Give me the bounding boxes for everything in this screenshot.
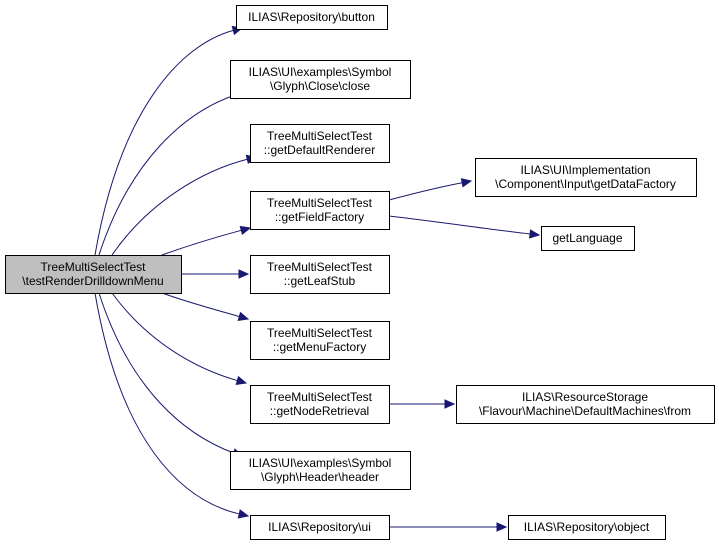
edge-root-to-get-field-factory — [161, 225, 252, 256]
node-label-line: ::getDefaultRenderer — [264, 143, 375, 157]
arrowhead — [235, 375, 248, 386]
node-label-line: TreeMultiSelectTest — [267, 326, 373, 340]
arrowhead — [237, 311, 250, 321]
edge-get-field-factory-to-get-data-factory — [388, 178, 473, 201]
node-label-line: ::getMenuFactory — [273, 340, 366, 354]
node-label-line: TreeMultiSelectTest — [267, 390, 373, 404]
edge-line — [161, 292, 240, 318]
edge-root-to-get-menu-factory — [161, 292, 250, 321]
node-box — [230, 60, 411, 99]
edge-root-to-get-default-renderer — [111, 154, 258, 256]
arrowhead — [496, 522, 508, 532]
node-get-leaf-stub[interactable]: TreeMultiSelectTest::getLeafStub — [250, 255, 390, 294]
edge-root-to-get-node-retrieval — [111, 292, 248, 386]
node-label-line: TreeMultiSelectTest — [267, 260, 373, 274]
node-label-line: ILIAS\Repository\ui — [268, 520, 371, 534]
edge-line — [98, 94, 236, 256]
node-label-line: ILIAS\UI\examples\Symbol — [249, 456, 392, 470]
node-box — [250, 321, 390, 360]
node-box — [541, 226, 635, 251]
node-get-data-factory[interactable]: ILIAS\UI\Implementation\Component\Input\… — [475, 158, 697, 197]
node-glyph-header[interactable]: ILIAS\UI\examples\Symbol\Glyph\Header\he… — [230, 451, 411, 490]
edge-root-to-glyph-close — [98, 90, 246, 256]
node-box — [508, 515, 666, 540]
node-label-line: TreeMultiSelectTest — [41, 260, 147, 274]
node-label-line: \Glyph\Header\header — [261, 470, 379, 484]
node-default-machines-from[interactable]: ILIAS\ResourceStorage\Flavour\Machine\De… — [456, 385, 715, 424]
node-label-line: ILIAS\ResourceStorage — [522, 390, 648, 404]
arrowhead — [460, 178, 473, 188]
node-box — [250, 191, 390, 230]
node-repo-object[interactable]: ILIAS\Repository\object — [508, 515, 666, 540]
node-get-node-retrieval[interactable]: TreeMultiSelectTest::getNodeRetrieval — [250, 385, 390, 424]
node-get-language[interactable]: getLanguage — [541, 226, 635, 251]
node-box — [250, 124, 390, 163]
node-label-line: ILIAS\Repository\button — [248, 10, 375, 24]
node-label-line: TreeMultiSelectTest — [267, 129, 373, 143]
node-label-line: ILIAS\UI\examples\Symbol — [249, 65, 392, 79]
node-label-line: getLanguage — [552, 231, 622, 245]
arrowhead — [239, 225, 252, 236]
node-label-line: ILIAS\Repository\object — [524, 520, 650, 534]
edge-root-to-repo-ui — [94, 292, 250, 519]
node-get-default-renderer[interactable]: TreeMultiSelectTest::getDefaultRenderer — [250, 124, 390, 163]
edge-line — [388, 215, 531, 235]
edge-root-to-repo-button — [94, 25, 244, 256]
node-get-menu-factory[interactable]: TreeMultiSelectTest::getMenuFactory — [250, 321, 390, 360]
edge-get-node-retrieval-to-default-machines-from — [388, 399, 456, 409]
edge-line — [161, 229, 242, 256]
node-label-line: \Glyph\Close\close — [270, 79, 370, 93]
edge-line — [111, 158, 248, 256]
node-glyph-close[interactable]: ILIAS\UI\examples\Symbol\Glyph\Close\clo… — [230, 60, 411, 99]
node-repo-button[interactable]: ILIAS\Repository\button — [236, 5, 388, 30]
node-box — [250, 255, 390, 294]
node-label-line: ::getLeafStub — [284, 274, 356, 288]
edge-repo-ui-to-repo-object — [389, 522, 508, 532]
node-label-line: ILIAS\UI\Implementation — [520, 163, 650, 177]
node-box — [456, 385, 715, 424]
arrowhead — [444, 399, 456, 409]
node-repo-ui[interactable]: ILIAS\Repository\ui — [250, 515, 390, 540]
edge-get-field-factory-to-get-language — [388, 215, 541, 239]
node-label-line: ::getFieldFactory — [275, 210, 364, 224]
node-box — [5, 255, 182, 294]
node-box — [475, 158, 697, 197]
edge-line — [98, 292, 234, 454]
arrowhead — [529, 229, 541, 239]
edge-line — [94, 292, 240, 515]
node-box — [250, 385, 390, 424]
node-label-line: \Component\Input\getDataFactory — [495, 177, 676, 191]
node-box — [236, 5, 388, 30]
node-box — [250, 515, 390, 540]
node-box — [230, 451, 411, 490]
node-get-field-factory[interactable]: TreeMultiSelectTest::getFieldFactory — [250, 191, 390, 230]
edge-line — [94, 29, 234, 256]
node-label-line: ::getNodeRetrieval — [270, 404, 369, 418]
edge-root-to-get-leaf-stub — [180, 269, 250, 279]
node-label-line: \Flavour\Machine\DefaultMachines\from — [479, 404, 691, 418]
edge-line — [111, 292, 238, 382]
edge-line — [388, 182, 463, 201]
arrowhead — [238, 269, 250, 279]
node-label-line: TreeMultiSelectTest — [267, 196, 373, 210]
arrowhead — [237, 509, 250, 519]
node-label-line: \testRenderDrilldownMenu — [22, 274, 163, 288]
node-root[interactable]: TreeMultiSelectTest\testRenderDrilldownM… — [5, 255, 182, 294]
